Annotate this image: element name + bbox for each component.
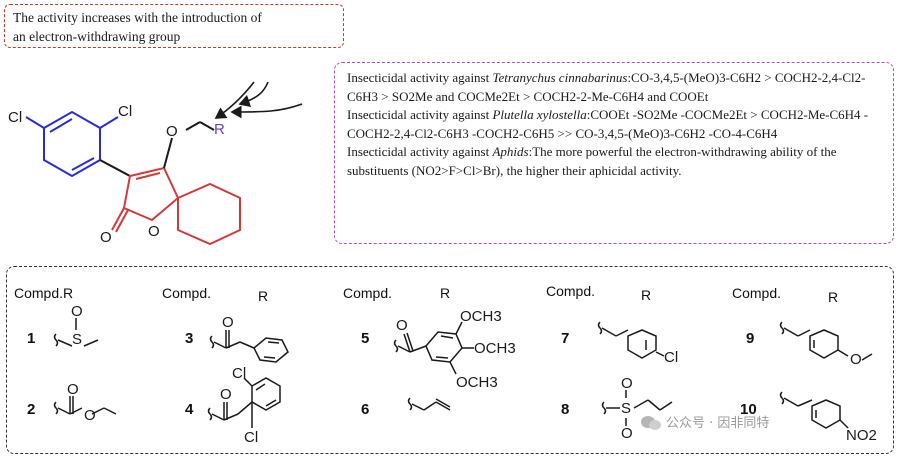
c5-methoxy-3: OCH3 [456, 374, 498, 391]
compound-number-4: 4 [185, 401, 194, 418]
compound-number-3: 3 [185, 330, 194, 347]
sar-note-line1: The activity increases with the introduc… [13, 10, 262, 25]
header-compd-4: Compd. [546, 283, 596, 299]
c8-oxygen-bottom: O [621, 425, 633, 442]
activity-plutella: Insecticidal activity against Plutella x… [347, 107, 869, 141]
c8-oxygen-top: O [621, 375, 633, 392]
header-r-4: R [641, 287, 652, 303]
c5-oxygen: O [396, 317, 408, 334]
compound-number-7: 7 [561, 330, 570, 347]
compound-number-5: 5 [361, 330, 370, 347]
compound-number-8: 8 [561, 401, 570, 418]
core-structure: Cl Cl O R O O [8, 103, 241, 246]
watermark-text: 公众号 · 因非同特 [666, 416, 770, 431]
header-compd-3: Compd. [343, 285, 393, 301]
compound-number-6: 6 [361, 401, 370, 418]
compound-number-1: 1 [27, 330, 36, 347]
activity-box: Insecticidal activity against Tetranychu… [334, 62, 894, 244]
wechat-icon [641, 416, 661, 431]
watermark: 公众号 · 因非同特 [640, 412, 860, 434]
c5-methoxy-2: OCH3 [474, 340, 516, 357]
cyclohexane-ring [177, 182, 241, 246]
compound-number-2: 2 [27, 401, 36, 418]
sar-note-red: The activity increases with the introduc… [4, 4, 344, 48]
compound-table [6, 266, 894, 454]
compound-number-10: 10 [740, 401, 757, 418]
chloro-left: Cl [8, 109, 22, 126]
compound-number-9: 9 [746, 330, 755, 347]
header-compd-5: Compd. [732, 285, 782, 301]
c8-sulfur: S [621, 400, 631, 417]
ether-oxygen: O [166, 123, 178, 140]
cycle-arrows-icon [214, 81, 303, 119]
header-compd-r-1: Compd.R [14, 285, 74, 301]
c1-sulfur: S [72, 331, 82, 348]
c4-chloro-top: Cl [232, 365, 246, 382]
activity-tetranychus: Insecticidal activity against Tetranychu… [347, 70, 866, 104]
c10-nitro: NO2 [846, 427, 877, 444]
sar-note-line2: an electron-withdrawing group [13, 29, 181, 44]
c4-chloro-bottom: Cl [244, 429, 258, 446]
c2-carbonyl-oxygen: O [67, 381, 79, 398]
c5-methoxy-1: OCH3 [460, 308, 502, 325]
r-group: R [214, 121, 225, 138]
c4-oxygen: O [220, 386, 232, 403]
chloro-right: Cl [118, 103, 132, 120]
c2-ester-oxygen: O [84, 407, 96, 424]
header-r-5: R [828, 289, 839, 305]
c1-oxygen: O [71, 303, 83, 320]
header-r-2: R [258, 288, 269, 304]
activity-aphids: Insecticidal activity against Aphids:The… [347, 144, 837, 178]
header-r-3: R [440, 285, 451, 301]
c3-oxygen: O [222, 314, 234, 331]
c9-oxygen: O [850, 351, 862, 368]
header-compd-2: Compd. [162, 285, 212, 301]
furanone-ring [111, 166, 180, 233]
carbonyl-oxygen: O [100, 229, 112, 246]
c7-chloro: Cl [664, 349, 678, 366]
ring-oxygen: O [148, 223, 160, 240]
